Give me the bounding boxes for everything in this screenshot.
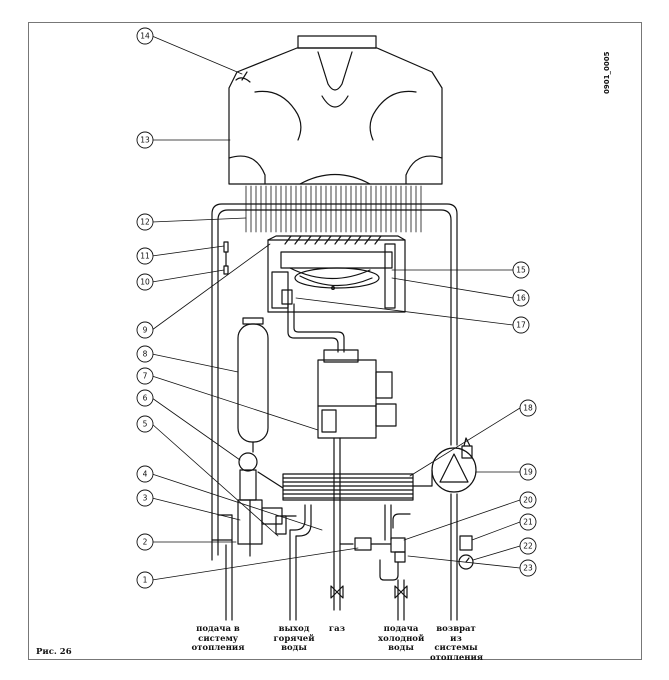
callout-5: 5 bbox=[136, 415, 154, 433]
callout-7: 7 bbox=[136, 367, 154, 385]
leader-lines bbox=[151, 35, 521, 581]
primary-heat-exchanger bbox=[245, 185, 422, 233]
svg-text:11: 11 bbox=[140, 252, 150, 261]
primary-circuit-pipes bbox=[211, 203, 458, 621]
svg-text:7: 7 bbox=[143, 372, 148, 381]
label-cold-water-supply: подача холодной воды bbox=[378, 624, 425, 653]
figure-caption: Рис. 26 bbox=[36, 647, 72, 657]
diagram-frame bbox=[28, 22, 642, 660]
callout-4: 4 bbox=[136, 465, 154, 483]
svg-text:22: 22 bbox=[523, 542, 533, 551]
secondary-heat-exchanger bbox=[282, 473, 414, 501]
svg-text:21: 21 bbox=[523, 518, 533, 527]
gas-valve bbox=[317, 349, 397, 439]
callout-21: 21 bbox=[519, 513, 537, 531]
svg-text:2: 2 bbox=[143, 538, 148, 547]
svg-text:10: 10 bbox=[140, 278, 150, 287]
callout-16: 16 bbox=[512, 289, 530, 307]
svg-text:12: 12 bbox=[140, 218, 150, 227]
svg-text:4: 4 bbox=[143, 470, 148, 479]
three-way-valve bbox=[237, 452, 297, 557]
callout-12: 12 bbox=[136, 213, 154, 231]
svg-text:19: 19 bbox=[523, 468, 533, 477]
callout-13: 13 bbox=[136, 131, 154, 149]
ignition-electrodes bbox=[223, 241, 229, 275]
flue-hood bbox=[228, 35, 443, 185]
label-heating-return: возврат из системы отопления bbox=[430, 624, 484, 663]
callout-20: 20 bbox=[519, 491, 537, 509]
callout-1: 1 bbox=[136, 571, 154, 589]
callout-15: 15 bbox=[512, 261, 530, 279]
callout-17: 17 bbox=[512, 316, 530, 334]
svg-text:14: 14 bbox=[140, 32, 150, 41]
callout-6: 6 bbox=[136, 389, 154, 407]
svg-text:5: 5 bbox=[143, 420, 148, 429]
connection-pipes bbox=[225, 469, 433, 621]
callout-22: 22 bbox=[519, 537, 537, 555]
svg-text:9: 9 bbox=[143, 326, 148, 335]
label-gas: газ bbox=[328, 624, 346, 634]
svg-text:16: 16 bbox=[516, 294, 526, 303]
svg-text:20: 20 bbox=[523, 496, 533, 505]
expansion-vessel bbox=[237, 317, 269, 453]
shutoff-valves bbox=[330, 585, 408, 599]
gas-pipe bbox=[287, 303, 345, 611]
svg-text:23: 23 bbox=[523, 564, 533, 573]
callout-2: 2 bbox=[136, 533, 154, 551]
svg-text:18: 18 bbox=[523, 404, 533, 413]
circulation-pump bbox=[431, 437, 477, 493]
svg-text:6: 6 bbox=[143, 394, 148, 403]
callout-23: 23 bbox=[519, 559, 537, 577]
callout-3: 3 bbox=[136, 489, 154, 507]
burner-assembly bbox=[267, 235, 406, 313]
callout-8: 8 bbox=[136, 345, 154, 363]
callout-19: 19 bbox=[519, 463, 537, 481]
callout-14: 14 bbox=[136, 27, 154, 45]
svg-text:17: 17 bbox=[516, 321, 526, 330]
callout-11: 11 bbox=[136, 247, 154, 265]
label-hot-water-outlet: выход горячей воды bbox=[273, 624, 315, 653]
svg-text:3: 3 bbox=[143, 494, 148, 503]
svg-text:8: 8 bbox=[143, 350, 148, 359]
drawing-code: 0901_0005 bbox=[603, 51, 611, 94]
callout-markers: 14 13 12 11 10 9 8 7 6 5 4 3 2 1 15 16 1… bbox=[136, 27, 537, 589]
svg-text:13: 13 bbox=[140, 136, 150, 145]
callout-18: 18 bbox=[519, 399, 537, 417]
label-heating-supply: подача в системy отопления bbox=[191, 624, 245, 653]
svg-text:1: 1 bbox=[143, 576, 148, 585]
svg-text:15: 15 bbox=[516, 266, 526, 275]
callout-10: 10 bbox=[136, 273, 154, 291]
callout-9: 9 bbox=[136, 321, 154, 339]
